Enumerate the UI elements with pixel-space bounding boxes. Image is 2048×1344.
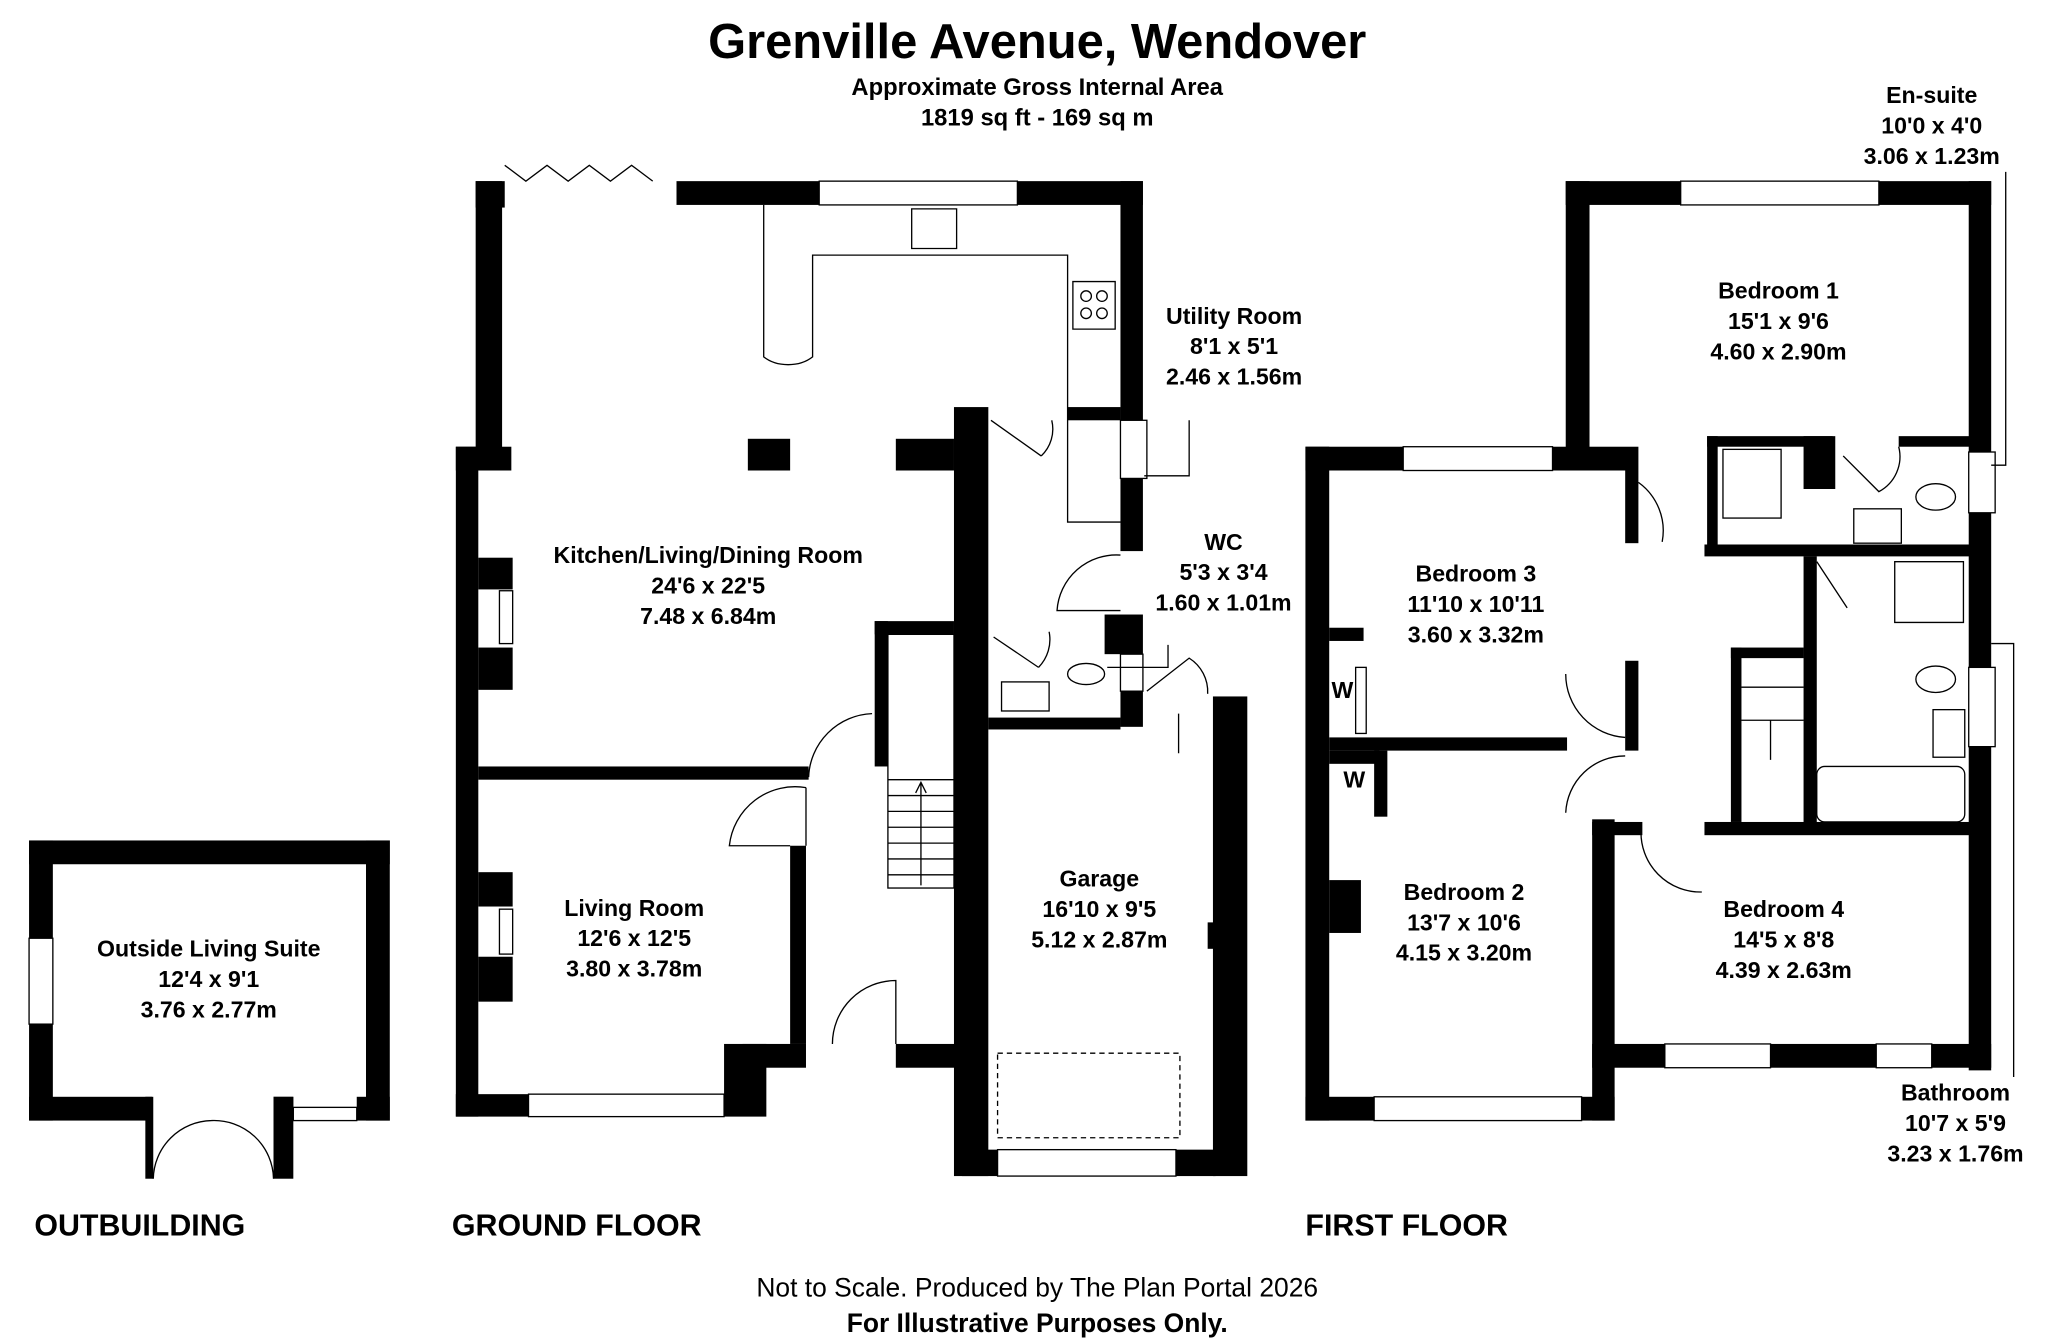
ensuite-metric: 3.06 x 1.23m xyxy=(1864,143,2000,169)
kitchen-imperial: 24'6 x 22'5 xyxy=(651,572,765,598)
wc-name: WC xyxy=(1204,529,1243,555)
bedroom3-name: Bedroom 3 xyxy=(1416,560,1537,586)
floor-label-outbuilding: OUTBUILDING xyxy=(34,1209,245,1243)
bathroom-imperial: 10'7 x 5'9 xyxy=(1905,1110,2006,1136)
bedroom2-name: Bedroom 2 xyxy=(1404,879,1525,905)
utility-metric: 2.46 x 1.56m xyxy=(1166,364,1302,390)
bedroom4-name: Bedroom 4 xyxy=(1723,896,1844,922)
wc-imperial: 5'3 x 3'4 xyxy=(1179,559,1267,585)
garage-metric: 5.12 x 2.87m xyxy=(1031,926,1167,952)
plan-area: 1819 sq ft - 169 sq m xyxy=(921,105,1153,132)
bedroom2-metric: 4.15 x 3.20m xyxy=(1396,940,1532,966)
floor-label-first: FIRST FLOOR xyxy=(1305,1209,1508,1243)
utility-imperial: 8'1 x 5'1 xyxy=(1190,333,1278,359)
bedroom4-metric: 4.39 x 2.63m xyxy=(1716,957,1852,983)
footer-note: Not to Scale. Produced by The Plan Porta… xyxy=(756,1272,1318,1302)
ensuite-imperial: 10'0 x 4'0 xyxy=(1881,113,1982,139)
garage-name: Garage xyxy=(1059,866,1139,892)
wardrobe-label: W xyxy=(1343,767,1365,793)
living-imperial: 12'6 x 12'5 xyxy=(577,925,691,951)
outbuilding-plan xyxy=(28,840,390,1179)
wc-metric: 1.60 x 1.01m xyxy=(1155,590,1291,616)
first-floor-plan xyxy=(1305,171,2015,1122)
footer-disclaimer: For Illustrative Purposes Only. xyxy=(847,1308,1228,1338)
bedroom1-name: Bedroom 1 xyxy=(1718,278,1839,304)
utility-name: Utility Room xyxy=(1166,303,1302,329)
outside-living-imperial: 12'4 x 9'1 xyxy=(158,966,259,992)
kitchen-metric: 7.48 x 6.84m xyxy=(640,603,776,629)
kitchen-name: Kitchen/Living/Dining Room xyxy=(554,542,863,568)
bedroom4-imperial: 14'5 x 8'8 xyxy=(1733,926,1834,952)
bedroom2-imperial: 13'7 x 10'6 xyxy=(1407,909,1521,935)
garage-imperial: 16'10 x 9'5 xyxy=(1042,896,1156,922)
bedroom1-metric: 4.60 x 2.90m xyxy=(1710,339,1846,365)
bathroom-metric: 3.23 x 1.76m xyxy=(1887,1141,2023,1167)
outside-living-name: Outside Living Suite xyxy=(97,936,321,962)
living-metric: 3.80 x 3.78m xyxy=(566,956,702,982)
ground-floor-plan xyxy=(455,164,1248,1177)
bathroom-name: Bathroom xyxy=(1901,1080,2010,1106)
plan-subtitle: Approximate Gross Internal Area xyxy=(851,74,1223,101)
outside-living-metric: 3.76 x 2.77m xyxy=(141,997,277,1023)
floor-label-ground: GROUND FLOOR xyxy=(452,1209,702,1243)
bedroom3-imperial: 11'10 x 10'11 xyxy=(1407,591,1544,617)
wardrobe-label: W xyxy=(1332,677,1354,703)
ensuite-name: En-suite xyxy=(1886,82,1977,108)
bedroom3-metric: 3.60 x 3.32m xyxy=(1408,621,1544,647)
living-name: Living Room xyxy=(564,895,704,921)
plan-title: Grenville Avenue, Wendover xyxy=(708,15,1366,69)
bedroom1-imperial: 15'1 x 9'6 xyxy=(1728,308,1829,334)
